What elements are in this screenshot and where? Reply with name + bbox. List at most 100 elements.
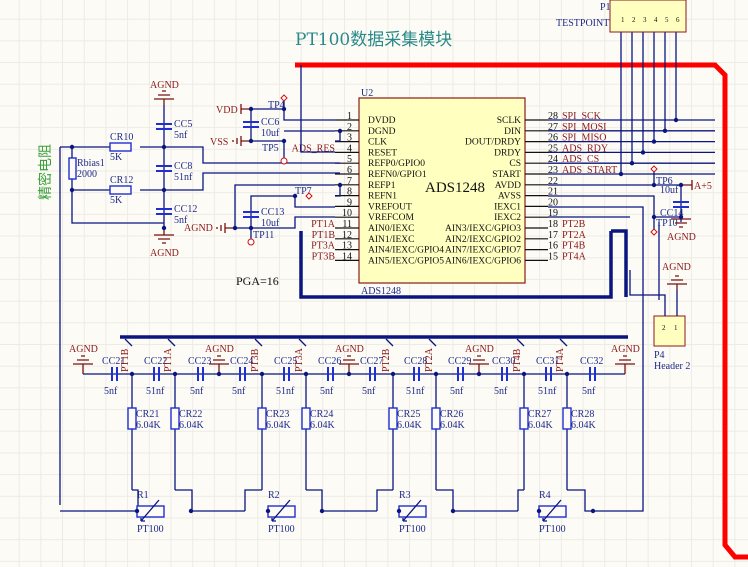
- res-ref: CR26: [440, 409, 463, 420]
- p1-testpoint-header[interactable]: [609, 0, 687, 33]
- channel-net-label: PT2A: [424, 347, 435, 372]
- pin-number: 2: [347, 122, 352, 133]
- rtd-2[interactable]: [267, 505, 296, 518]
- cap-ref: CC31: [536, 356, 559, 367]
- pin-name: DOUT/DRDY: [465, 138, 521, 148]
- filter-cap[interactable]: [413, 367, 420, 381]
- res-value: 6.04K: [310, 420, 336, 431]
- net-label: SPI_MISO: [562, 133, 606, 144]
- rtd-4[interactable]: [538, 505, 567, 518]
- agnd-label: AGND: [150, 248, 179, 259]
- tp4-icon[interactable]: [280, 94, 288, 102]
- cap-ref: CC28: [404, 356, 427, 367]
- filter-cap[interactable]: [589, 367, 596, 381]
- filter-cap[interactable]: [457, 367, 464, 381]
- agnd-label: AGND: [205, 344, 234, 355]
- ground-icon: [209, 355, 229, 374]
- cap-cc14[interactable]: [673, 201, 689, 208]
- rtd-3[interactable]: [398, 505, 427, 518]
- agnd-label: AGND: [335, 344, 364, 355]
- cap-cc12[interactable]: [156, 208, 172, 215]
- res-ref: CR21: [136, 409, 159, 420]
- pin-number: 16: [548, 241, 558, 252]
- junction: [161, 144, 167, 150]
- pin-number: 1: [347, 111, 352, 122]
- tp6-icon[interactable]: [650, 165, 658, 173]
- resistor-cr28[interactable]: [562, 407, 572, 430]
- rtd-ref: R2: [268, 490, 280, 501]
- tp-label: TP10: [656, 218, 678, 229]
- resistor-cr10[interactable]: [109, 142, 132, 152]
- filter-cap[interactable]: [369, 367, 376, 381]
- filter-cap[interactable]: [283, 367, 290, 381]
- cap-cc13[interactable]: [243, 211, 259, 218]
- bus-entry: [254, 338, 263, 347]
- agnd-symbol: AGND: [662, 262, 691, 290]
- analog-input-bus[interactable]: [299, 231, 613, 299]
- filter-cap[interactable]: [501, 367, 508, 381]
- res-value: 6.04K: [440, 420, 466, 431]
- junction: [161, 187, 167, 193]
- resistor-rbias1[interactable]: [68, 157, 77, 180]
- cap-cc5[interactable]: [156, 123, 172, 130]
- harness-bus[interactable]: [295, 62, 748, 560]
- p1-pin-number: 2: [632, 16, 636, 24]
- p4-header[interactable]: [653, 315, 686, 347]
- filter-cap[interactable]: [111, 367, 118, 381]
- agnd-label: AGND: [611, 344, 640, 355]
- resistor-cr21[interactable]: [127, 407, 137, 430]
- channel-net-label: PT1B: [120, 348, 131, 372]
- filter-cap[interactable]: [153, 367, 160, 381]
- pin-number: 9: [347, 197, 352, 208]
- ic-ads1248-body[interactable]: [358, 97, 526, 284]
- reference-network: AGNDAGNDAGNDCC55nfCC851nfCC125nfCR105KCR…: [59, 65, 712, 505]
- p1-pin-number: 5: [665, 16, 669, 24]
- agnd-label: AGND: [465, 344, 494, 355]
- res-ref: Rbias1: [77, 158, 105, 169]
- pin-name: AIN1/IEXC: [368, 235, 414, 245]
- cap-cc6[interactable]: [243, 121, 259, 128]
- pin-number: 26: [548, 133, 558, 144]
- resistor-cr24[interactable]: [301, 407, 311, 430]
- resistor-cr23[interactable]: [257, 407, 267, 430]
- resistor-cr27[interactable]: [519, 407, 529, 430]
- pin-number: 5: [347, 154, 352, 165]
- filter-cap[interactable]: [327, 367, 334, 381]
- p4-pin-2: 2: [662, 324, 666, 332]
- cap-ref: CC8: [174, 161, 192, 172]
- rtd-1[interactable]: [136, 505, 165, 518]
- filter-cap[interactable]: [197, 367, 204, 381]
- cap-cc8[interactable]: [156, 165, 172, 172]
- cap-value: 5nf: [232, 386, 246, 397]
- junction: [390, 371, 396, 377]
- net-label: ADS_CS: [562, 154, 599, 165]
- tp5-icon[interactable]: [280, 157, 288, 165]
- net-label: PT1B: [312, 230, 336, 241]
- cap-ref: CC24: [230, 356, 253, 367]
- cap-ref: CC27: [360, 356, 383, 367]
- pin-number: 6: [347, 165, 352, 176]
- pga-note: PGA=16: [236, 274, 279, 288]
- tp7-icon[interactable]: [305, 192, 313, 200]
- ic-footer: ADS1248: [361, 286, 401, 297]
- pin-name: VREFCOM: [368, 213, 414, 223]
- filter-cap[interactable]: [545, 367, 552, 381]
- svg-text:AGND: AGND: [662, 262, 691, 273]
- resistor-cr26[interactable]: [431, 407, 441, 430]
- resistor-cr12[interactable]: [109, 185, 132, 195]
- cap-value: 5nf: [174, 215, 188, 226]
- resistor-cr22[interactable]: [170, 407, 180, 430]
- res-ref: CR25: [397, 409, 420, 420]
- pin-name: SCLK: [497, 116, 521, 126]
- junction: [188, 508, 194, 514]
- junction: [640, 150, 646, 155]
- tp10-icon[interactable]: [650, 228, 658, 236]
- filter-cap[interactable]: [239, 367, 246, 381]
- cap-ref: CC14: [660, 208, 683, 219]
- res-ref: CR27: [528, 409, 551, 420]
- resistor-cr25[interactable]: [388, 407, 398, 430]
- cap-value: 5nf: [174, 130, 188, 141]
- tp11-icon[interactable]: [247, 238, 255, 246]
- cap-value: 5nf: [320, 386, 334, 397]
